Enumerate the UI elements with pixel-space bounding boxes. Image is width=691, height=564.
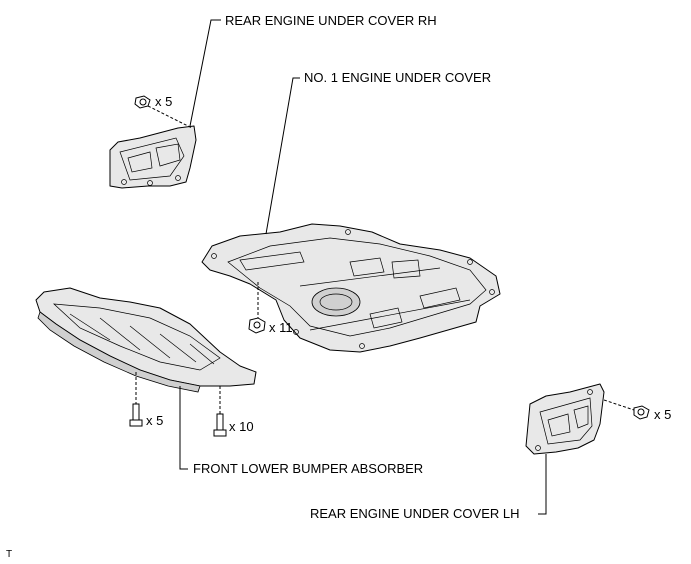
rh-clip-icon [134, 95, 151, 109]
no1-engine-under-cover-part [201, 223, 501, 353]
lh-clip-icon [633, 405, 650, 420]
front-bolt-b-quantity: x 10 [229, 419, 254, 434]
rear-engine-under-cover-rh-part [109, 125, 197, 189]
front-bolt-a-icon [129, 403, 143, 427]
front-lower-bumper-absorber-label: FRONT LOWER BUMPER ABSORBER [193, 461, 423, 476]
corner-mark: T [6, 549, 12, 560]
no1-engine-under-cover-label: NO. 1 ENGINE UNDER COVER [304, 70, 491, 85]
front-bolt-a-quantity: x 5 [146, 413, 163, 428]
front-bolt-b-icon [213, 413, 227, 437]
rear-engine-under-cover-rh-label: REAR ENGINE UNDER COVER RH [225, 13, 437, 28]
rear-engine-under-cover-lh-label: REAR ENGINE UNDER COVER LH [310, 506, 519, 521]
center-clip-quantity: x 11 [269, 320, 293, 335]
front-lower-bumper-absorber-part [35, 287, 257, 393]
rh-clip-quantity: x 5 [155, 94, 172, 109]
center-clip-icon [248, 317, 266, 334]
rear-engine-under-cover-lh-part [525, 383, 605, 455]
lh-clip-quantity: x 5 [654, 407, 671, 422]
